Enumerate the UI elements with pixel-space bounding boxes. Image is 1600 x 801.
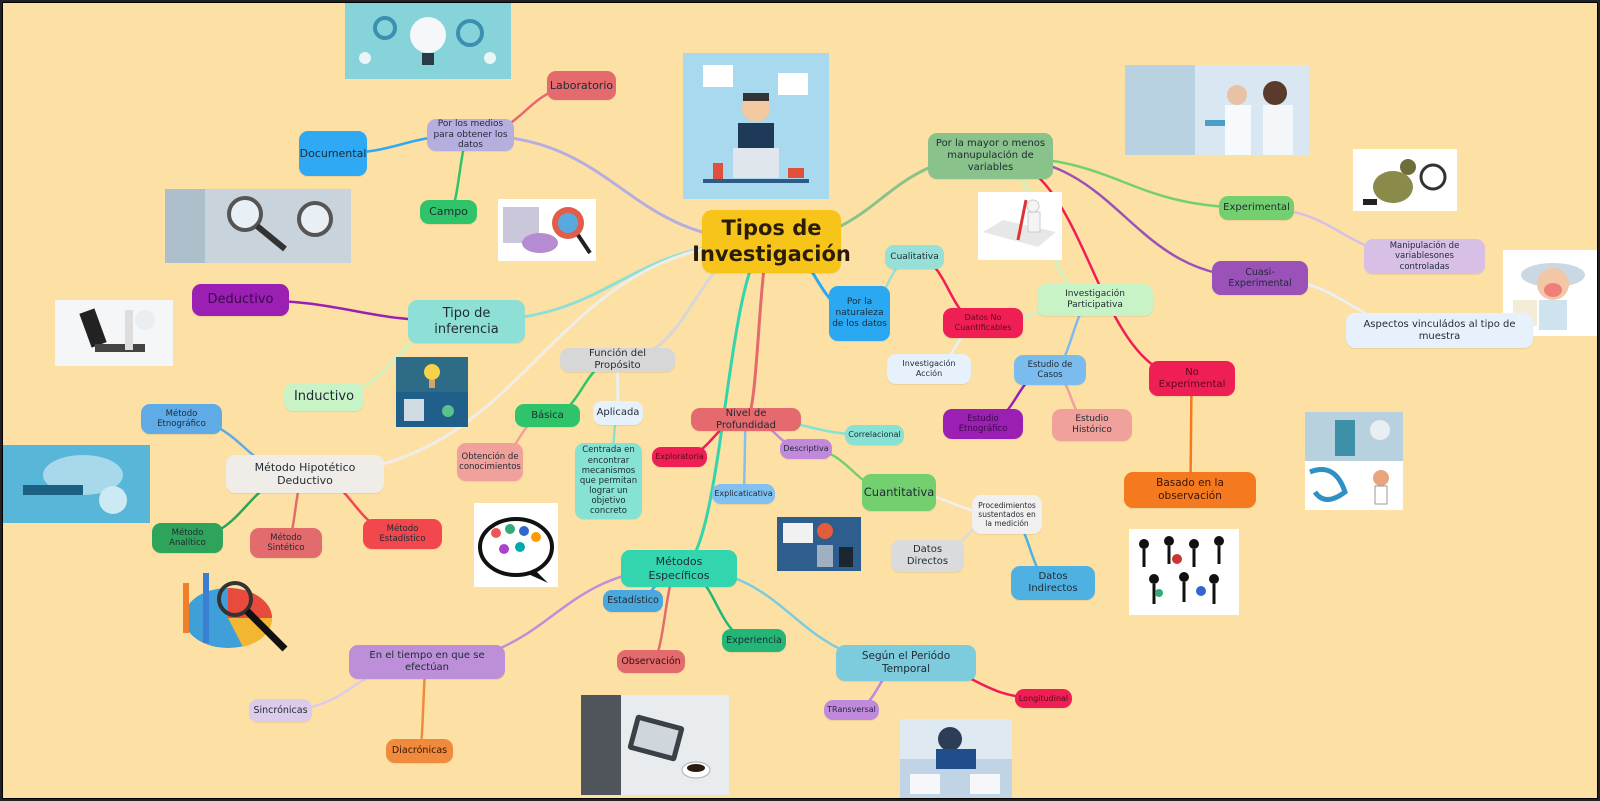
node-estadistico[interactable]: Estadístico — [603, 590, 663, 612]
node-estudio-de-casos[interactable]: Estudio de Casos — [1014, 355, 1086, 385]
node-longitudinal[interactable]: Longitudinal — [1015, 689, 1072, 708]
node-tipo-de-inferencia[interactable]: Tipo de inferencia — [408, 300, 525, 343]
node-metodos-especificos[interactable]: Métodos Específicos — [621, 550, 737, 587]
node-manipulacion-de-variables[interactable]: Por la mayor o menos manupulación de var… — [928, 133, 1053, 179]
node-transversal[interactable]: TRansversal — [824, 700, 879, 720]
charts-magnifier-image — [498, 199, 596, 261]
node-campo[interactable]: Campo — [420, 200, 477, 224]
node-funcion-del-proposito[interactable]: Función del Propósito — [560, 348, 675, 372]
node-datos-directos[interactable]: Datos Directos — [891, 540, 964, 572]
dancing-figures-image — [1129, 529, 1239, 615]
node-nivel-de-profundidad[interactable]: Nivel de Profundidad — [691, 408, 801, 431]
node-sincronicas[interactable]: Sincrónicas — [249, 699, 312, 722]
node-aspectos-vinculados[interactable]: Aspectos vinculádos al tipo de muestra — [1346, 313, 1533, 348]
node-metodo-analitico[interactable]: Método Analítico — [152, 523, 223, 553]
idea-office-image — [396, 357, 468, 427]
node-basica[interactable]: Básica — [515, 404, 580, 427]
lab-collage-image — [1305, 412, 1403, 510]
node-deductivo[interactable]: Deductivo — [192, 284, 289, 316]
people-speech-bubble-image — [474, 503, 558, 587]
connector-central-metodos_especificos — [677, 240, 773, 570]
tablet-reading-image — [581, 695, 729, 795]
node-observacion[interactable]: Observación — [617, 650, 685, 673]
node-investigacion-participativa[interactable]: Investigación Participativa — [1037, 284, 1153, 316]
calculator-desk-image — [777, 517, 861, 571]
node-aplicada[interactable]: Aplicada — [593, 401, 643, 425]
node-correlacional[interactable]: Correlacional — [845, 425, 904, 445]
node-investigacion-accion[interactable]: Investigación Acción — [887, 354, 971, 384]
magnifier-documents-image — [165, 189, 351, 263]
node-estudio-etnografico[interactable]: Estudio Etnográfico — [943, 409, 1023, 439]
node-datos-no-cuantificables[interactable]: Datos No Cuantificables — [943, 308, 1023, 338]
node-centrada-en-encontrar[interactable]: Centrada en encontrar mecanismos que per… — [575, 443, 642, 519]
node-cuasi-experimental[interactable]: Cuasi-Experimental — [1212, 261, 1308, 295]
node-basado-en-la-observacion[interactable]: Basado en la observación — [1124, 472, 1256, 508]
node-manipulacion-controladas[interactable]: Manipulación de variablesones controlada… — [1364, 239, 1485, 274]
node-datos-indirectos[interactable]: Datos Indirectos — [1011, 566, 1095, 600]
lab-scientists-image — [1125, 65, 1309, 155]
node-cualitativa[interactable]: Cualitativa — [885, 245, 944, 269]
node-metodo-etnografico[interactable]: Método Etnográfico — [141, 404, 222, 434]
central-topic-node[interactable]: Tipos de Investigación — [692, 210, 851, 273]
researcher-laptop-image — [683, 53, 829, 199]
analyst-charts-image — [900, 719, 1012, 798]
node-metodo-estadistico[interactable]: Método Estadístico — [363, 519, 442, 549]
node-laboratorio[interactable]: Laboratorio — [547, 71, 616, 100]
node-cuantitativa[interactable]: Cuantitativa — [862, 474, 936, 511]
node-exploratoria[interactable]: Exploratoria — [652, 447, 707, 467]
pie-chart-magnifier-image — [173, 563, 295, 661]
microscope-image — [55, 300, 173, 366]
node-diacronicas[interactable]: Diacrónicas — [386, 739, 453, 763]
node-obtencion-de-conocimientos[interactable]: Obtención de conocimientos — [457, 443, 523, 481]
detective-magnifier-image — [1353, 149, 1457, 211]
node-metodo-hipotetico-deductivo[interactable]: Método Hipotético Deductivo — [226, 455, 384, 493]
lightbulb-gears-image — [345, 3, 511, 79]
scientist-blue-image — [3, 445, 150, 523]
node-descriptiva[interactable]: Descriptiva — [780, 439, 832, 459]
checklist-figure-image — [978, 192, 1062, 260]
node-metodo-sintetico[interactable]: Método Sintético — [250, 528, 322, 558]
connector-central-hipotetico — [303, 240, 773, 476]
node-experiencia[interactable]: Experiencia — [722, 629, 786, 652]
node-en-el-tiempo[interactable]: En el tiempo en que se efectúan — [349, 645, 505, 679]
node-inductivo[interactable]: Inductivo — [284, 383, 364, 411]
node-por-la-naturaleza-de-los-datos[interactable]: Por la naturaleza de los datos — [829, 286, 890, 341]
node-no-experimental[interactable]: No Experimental — [1149, 361, 1235, 396]
node-experimental[interactable]: Experimental — [1219, 196, 1294, 220]
node-estudio-historico[interactable]: Estudio Histórico — [1052, 409, 1132, 441]
node-documental[interactable]: Documental — [299, 131, 367, 176]
node-segun-el-periodo-temporal[interactable]: Según el Periódo Temporal — [836, 645, 976, 681]
node-explicaticativa[interactable]: Explicaticativa — [712, 484, 775, 504]
node-por-los-medios[interactable]: Por los medios para obtener los datos — [427, 119, 514, 151]
node-procedimientos-sustentados[interactable]: Procedimientos sustentados en la medició… — [972, 495, 1042, 534]
